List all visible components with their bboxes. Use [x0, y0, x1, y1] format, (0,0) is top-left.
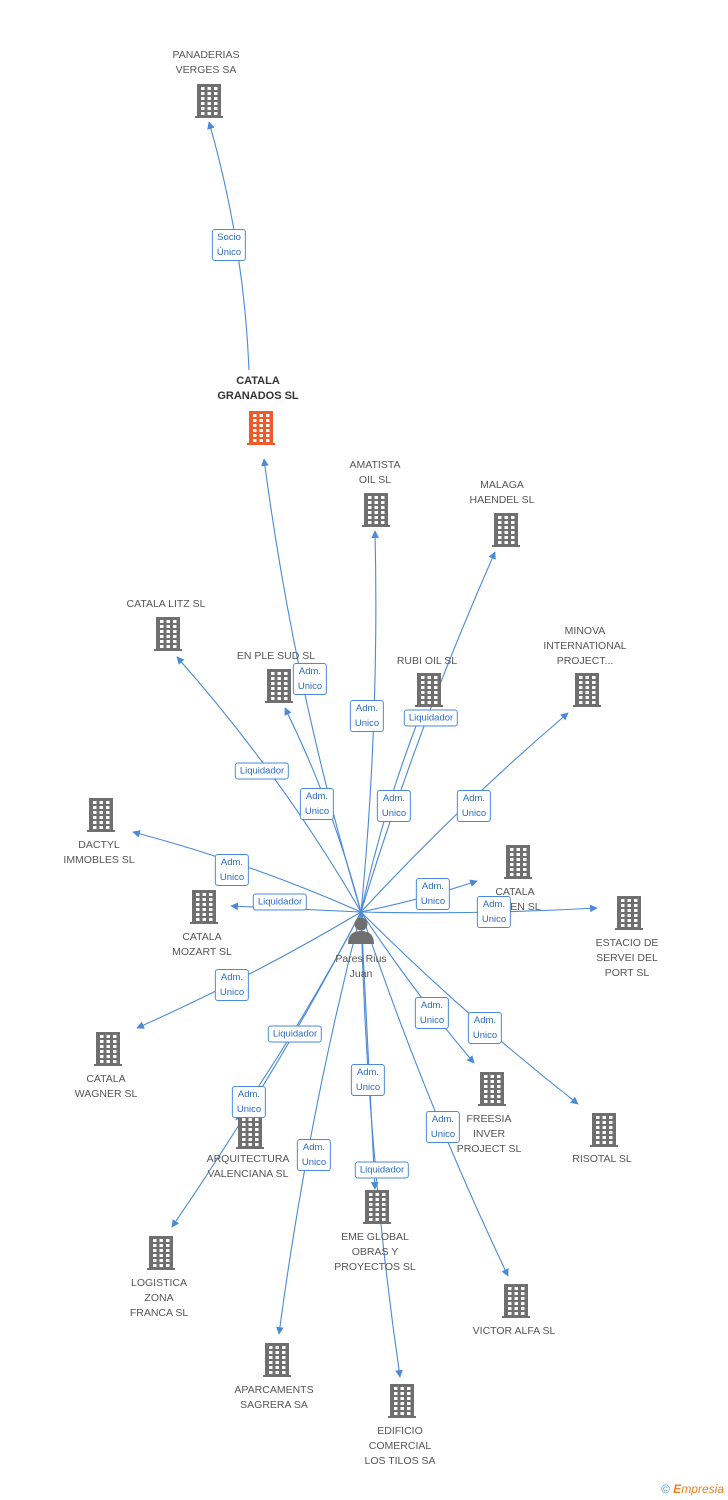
relation-label-risotal: Adm. Unico — [467, 1012, 503, 1044]
building-icon-estacio[interactable] — [615, 896, 643, 930]
company-label-en-ple-sud[interactable]: EN PLE SUD SL — [236, 650, 316, 662]
person-name-label[interactable]: Pares Rius Juan — [335, 953, 387, 980]
building-icon-freesia[interactable] — [478, 1072, 506, 1106]
edge-center-to-logistica — [171, 911, 362, 1228]
relation-label-arquitectura: Liquidador — [267, 1025, 323, 1043]
building-icon-panaderias[interactable] — [195, 84, 223, 118]
company-label-amatista[interactable]: AMATISTA OIL SL — [349, 459, 401, 486]
person-icon[interactable] — [348, 917, 374, 945]
relation-label-catala-granados: Adm. Unico — [292, 663, 328, 695]
company-label-catala-granados[interactable]: CATALA GRANADOS SL — [217, 375, 299, 402]
company-label-catala-mozart[interactable]: CATALA MOZART SL — [172, 931, 232, 958]
building-icon-en-ple-sud[interactable] — [265, 669, 293, 703]
company-label-panaderias[interactable]: PANADERIAS VERGES SA — [172, 49, 240, 76]
edge-center-to-catala-wagner — [136, 911, 362, 1029]
company-label-estacio[interactable]: ESTACIO DE SERVEI DEL PORT SL — [595, 937, 659, 979]
edge-center-to-victor-alfa — [360, 911, 509, 1277]
relation-label-malaga: Liquidador — [403, 709, 459, 727]
company-label-arquitectura[interactable]: ARQUITECTURA VALENCIANA SL — [206, 1153, 290, 1180]
company-label-edificio[interactable]: EDIFICIO COMERCIAL LOS TILOS SA — [364, 1425, 436, 1467]
relation-label-logistica: Adm. Unico — [231, 1086, 267, 1118]
relation-label-panaderias: Socio Único — [211, 229, 247, 261]
edge-center-to-freesia — [360, 911, 475, 1064]
relation-label-catala-mozart: Liquidador — [252, 893, 308, 911]
company-label-catala-litz[interactable]: CATALA LITZ SL — [126, 598, 206, 610]
relation-label-dactyl: Adm. Unico — [214, 854, 250, 886]
edge-center-to-malaga — [360, 551, 496, 913]
relation-label-catala-wagner: Adm. Unico — [214, 969, 250, 1001]
company-label-aparcaments[interactable]: APARCAMENTS SAGRERA SA — [234, 1384, 314, 1411]
company-label-logistica[interactable]: LOGISTICA ZONA FRANCA SL — [129, 1277, 189, 1319]
building-icon-catala-haven[interactable] — [504, 845, 532, 879]
copyright-symbol: © — [661, 1482, 670, 1496]
building-icon-catala-mozart[interactable] — [190, 890, 218, 924]
relation-label-catala-litz: Liquidador — [234, 762, 290, 780]
brand-logo-initial: E — [673, 1482, 682, 1496]
relation-label-amatista: Adm. Unico — [349, 700, 385, 732]
building-icon-dactyl[interactable] — [87, 798, 115, 832]
building-icon-catala-wagner[interactable] — [94, 1032, 122, 1066]
building-icon-malaga[interactable] — [492, 513, 520, 547]
brand-logo-text: mpresia — [681, 1482, 724, 1496]
company-label-catala-wagner[interactable]: CATALA WAGNER SL — [74, 1073, 138, 1100]
building-icon-victor-alfa[interactable] — [502, 1284, 530, 1318]
company-label-risotal[interactable]: RISOTAL SL — [572, 1153, 632, 1165]
relation-label-aparcaments: Adm. Unico — [296, 1139, 332, 1171]
company-label-rubi-oil[interactable]: RUBI OIL SL — [396, 655, 458, 667]
relation-label-eme-global: Adm. Unico — [350, 1064, 386, 1096]
edge-center-to-catala-litz — [176, 656, 362, 913]
building-icon-aparcaments[interactable] — [263, 1343, 291, 1377]
building-icon-catala-litz[interactable] — [154, 617, 182, 651]
building-icon-amatista[interactable] — [362, 493, 390, 527]
company-label-freesia[interactable]: FREESIA INVER PROJECT SL — [456, 1113, 522, 1155]
relation-label-minova: Adm. Unico — [456, 790, 492, 822]
relation-label-edificio: Liquidador — [354, 1161, 410, 1179]
edge-center-to-edificio — [360, 911, 403, 1378]
relation-label-estacio: Adm. Unico — [476, 896, 512, 928]
company-label-victor-alfa[interactable]: VICTOR ALFA SL — [472, 1325, 556, 1337]
relation-label-catala-haven: Adm. Unico — [415, 878, 451, 910]
building-icon-risotal[interactable] — [590, 1113, 618, 1147]
building-icon-minova[interactable] — [573, 673, 601, 707]
edge-center-to-eme-global — [360, 911, 379, 1190]
building-icon-eme-global[interactable] — [363, 1190, 391, 1224]
building-icon-catala-granados[interactable] — [247, 411, 275, 445]
building-icon-edificio[interactable] — [388, 1384, 416, 1418]
brand-footer[interactable]: © Empresia — [661, 1482, 724, 1496]
building-icon-rubi-oil[interactable] — [415, 673, 443, 707]
relation-label-freesia: Adm. Unico — [414, 997, 450, 1029]
relation-label-victor-alfa: Adm. Unico — [425, 1111, 461, 1143]
relation-label-rubi-oil: Adm. Unico — [376, 790, 412, 822]
company-label-malaga[interactable]: MALAGA HAENDEL SL — [469, 479, 535, 506]
company-label-eme-global[interactable]: EME GLOBAL OBRAS Y PROYECTOS SL — [334, 1231, 416, 1273]
company-label-dactyl[interactable]: DACTYL IMMOBLES SL — [63, 839, 135, 866]
company-label-minova[interactable]: MINOVA INTERNATIONAL PROJECT... — [543, 625, 627, 667]
building-icon-arquitectura[interactable] — [236, 1115, 264, 1149]
building-icon-logistica[interactable] — [147, 1236, 175, 1270]
edge-center-to-aparcaments — [276, 911, 362, 1335]
relation-label-en-ple-sud: Adm. Unico — [299, 788, 335, 820]
edge-center-to-risotal — [360, 911, 579, 1105]
